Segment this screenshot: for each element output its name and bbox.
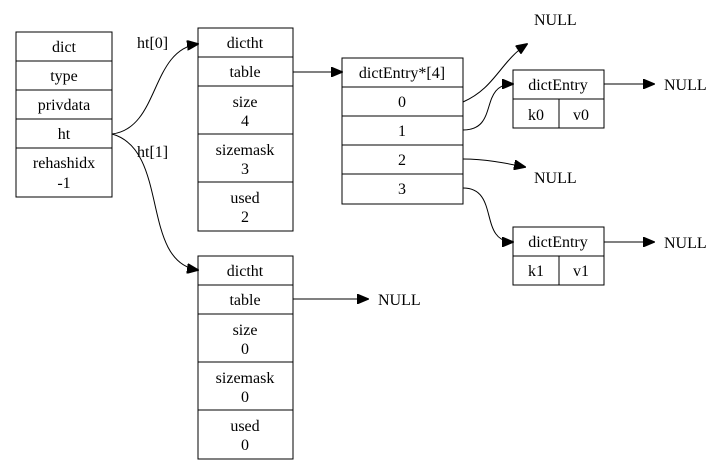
dict-field-dict: dict — [52, 39, 77, 56]
dict-entry-1-title: dictEntry — [528, 234, 588, 251]
dictht-1-used-value: 0 — [241, 437, 249, 454]
dictht-0-record: dictht table size 4 sizemask 3 used 2 — [197, 27, 294, 232]
edge-ht0 — [111, 44, 198, 135]
dictht-0-size-value: 4 — [241, 113, 249, 130]
edge-slot0-null — [462, 44, 527, 103]
dictht-1-size-value: 0 — [241, 341, 249, 358]
table-array-record: dictEntry*[4] 0 1 2 3 — [341, 57, 464, 205]
dictht-1-record: dictht table size 0 sizemask 0 used 0 — [197, 255, 294, 460]
table-slot-2: 2 — [398, 152, 406, 169]
dictht-1-sizemask-label: sizemask — [216, 370, 275, 387]
null-label-entry0: NULL — [664, 77, 707, 94]
null-label-dictht1-table: NULL — [378, 292, 421, 309]
dict-entry-0-title: dictEntry — [528, 77, 588, 94]
null-label-slot2: NULL — [534, 170, 577, 187]
dict-field-privdata: privdata — [38, 97, 90, 114]
dictht-0-table: table — [229, 64, 260, 81]
dict-field-type: type — [50, 68, 78, 85]
table-slot-1: 1 — [398, 123, 406, 140]
dictht-0-used-value: 2 — [241, 209, 249, 226]
dict-entry-1-record: dictEntry k1 v1 — [512, 226, 605, 286]
dict-entry-0-key: k0 — [528, 107, 544, 124]
table-slot-3: 3 — [398, 181, 406, 198]
dictht-1-table: table — [229, 292, 260, 309]
table-slot-0: 0 — [398, 94, 406, 111]
dictht-0-used-label: used — [230, 190, 259, 207]
dict-entry-0-record: dictEntry k0 v0 — [512, 69, 605, 129]
null-label-slot0: NULL — [534, 12, 577, 29]
dict-field-ht: ht — [58, 126, 71, 143]
edge-slot1-entry0 — [462, 84, 513, 131]
dict-entry-0-value: v0 — [573, 107, 589, 124]
edge-label-ht1: ht[1] — [137, 144, 168, 161]
edge-ht1 — [111, 133, 198, 270]
dictht-0-sizemask-value: 3 — [241, 161, 249, 178]
null-label-entry1: NULL — [664, 235, 707, 252]
table-array-header: dictEntry*[4] — [359, 65, 445, 82]
edge-slot3-entry1 — [462, 187, 513, 242]
dict-field-rehashidx-label: rehashidx — [33, 155, 95, 172]
dict-entry-1-key: k1 — [528, 263, 544, 280]
dictht-0-size-label: size — [233, 94, 258, 111]
edge-label-ht0: ht[0] — [137, 35, 168, 52]
dictht-1-title: dictht — [227, 263, 264, 280]
dict-entry-1-value: v1 — [573, 263, 589, 280]
dict-record: dict type privdata ht rehashidx -1 — [15, 31, 113, 198]
dictht-1-used-label: used — [230, 418, 259, 435]
dict-field-rehashidx-value: -1 — [57, 175, 70, 192]
edge-slot2-null — [462, 158, 525, 167]
dictht-0-title: dictht — [227, 35, 264, 52]
dictht-0-sizemask-label: sizemask — [216, 142, 275, 159]
dictht-1-sizemask-value: 0 — [241, 389, 249, 406]
dictht-1-size-label: size — [233, 322, 258, 339]
